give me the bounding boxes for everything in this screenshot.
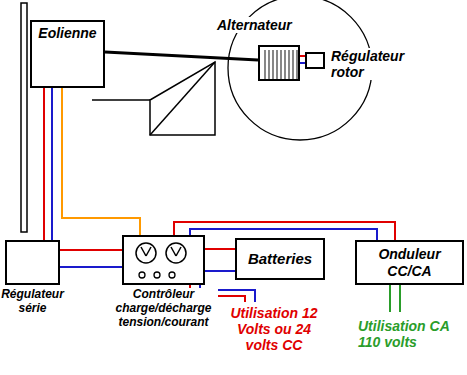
wire-connector bbox=[44, 88, 52, 240]
rotor-regulator-box: Régulateur rotor bbox=[305, 52, 325, 69]
wire-connector bbox=[205, 249, 235, 271]
node-label: Alternateur bbox=[215, 17, 294, 33]
wire bbox=[60, 249, 122, 251]
coil-windings bbox=[260, 47, 298, 79]
alternator-box: Alternateur bbox=[258, 45, 300, 81]
node-label: Eolienne bbox=[38, 25, 96, 41]
inverter-box: Onduleur CC/CA bbox=[355, 240, 464, 285]
dc-usage-label: Utilisation 12 Volts ou 24 volts CC bbox=[226, 305, 322, 353]
node-label: Régulateur série bbox=[0, 288, 69, 316]
tail-vane bbox=[150, 62, 215, 135]
node-label: Onduleur CC/CA bbox=[361, 246, 458, 278]
wire bbox=[43, 88, 45, 240]
wire-connector bbox=[60, 250, 122, 267]
wire bbox=[51, 88, 53, 240]
meter-panel bbox=[124, 237, 203, 283]
node-label: Contrôleur charge/décharge tension/coura… bbox=[110, 288, 218, 329]
turbine-blade bbox=[21, 3, 27, 232]
wire-connector bbox=[62, 88, 140, 235]
ac-usage-label: Utilisation CA 110 volts bbox=[358, 318, 460, 350]
series-regulator-box: Régulateur série bbox=[5, 240, 60, 285]
tail-vane-diagonal bbox=[150, 62, 215, 135]
controller-box: Contrôleur charge/décharge tension/coura… bbox=[122, 235, 205, 285]
wire-connector bbox=[105, 52, 258, 60]
ac-output-wire bbox=[399, 285, 401, 312]
battery-box: Batteries bbox=[235, 238, 325, 280]
wire bbox=[205, 248, 235, 250]
ac-output-wire bbox=[389, 285, 391, 312]
tail-arm bbox=[92, 99, 150, 101]
wire bbox=[60, 266, 122, 268]
wire bbox=[205, 270, 235, 272]
wire bbox=[105, 52, 258, 60]
wire bbox=[62, 88, 140, 235]
node-label: Batteries bbox=[248, 250, 312, 267]
node-label: Régulateur rotor bbox=[329, 48, 415, 80]
nacelle-box: Eolienne bbox=[30, 20, 105, 88]
